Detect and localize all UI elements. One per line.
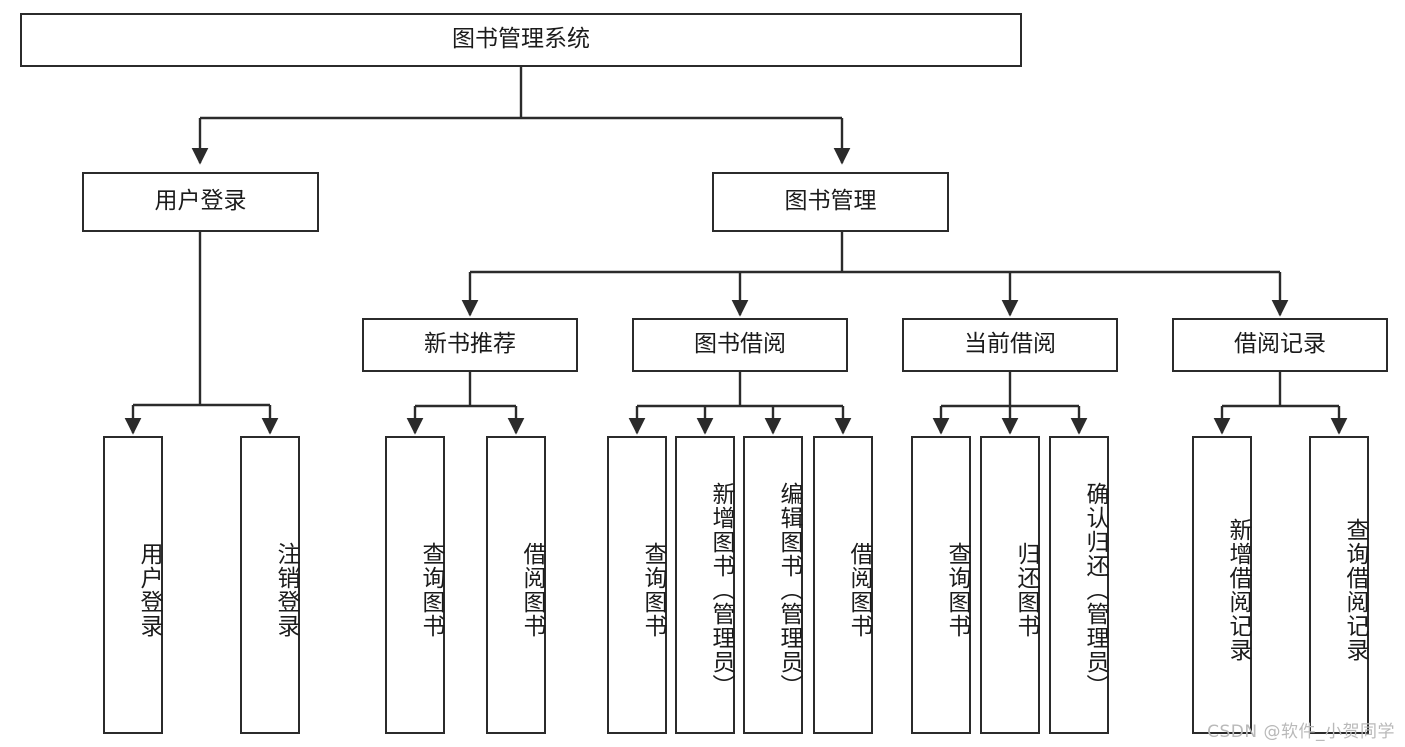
node-label: 用户登录 (154, 188, 247, 215)
node-new-book-recommend[interactable]: 新书推荐 (362, 318, 578, 372)
leaf-book-borrow-edit-book-admin[interactable]: 编辑图书（管理员） (743, 436, 803, 734)
node-label: 新增图书（管理员） (708, 482, 734, 698)
leaf-current-borrow-confirm-return-admin[interactable]: 确认归还（管理员） (1049, 436, 1109, 734)
leaf-book-borrow-query-book[interactable]: 查询图书 (607, 436, 667, 734)
node-label: 新增借阅记录 (1225, 518, 1251, 662)
node-label: 查询图书 (640, 542, 666, 638)
node-label: 编辑图书（管理员） (776, 482, 802, 698)
node-label: 查询图书 (944, 542, 970, 638)
node-current-borrow[interactable]: 当前借阅 (902, 318, 1118, 372)
node-book-borrow[interactable]: 图书借阅 (632, 318, 848, 372)
leaf-book-borrow-borrow-book[interactable]: 借阅图书 (813, 436, 873, 734)
leaf-borrow-record-query-record[interactable]: 查询借阅记录 (1309, 436, 1369, 734)
leaf-current-borrow-query-book[interactable]: 查询图书 (911, 436, 971, 734)
node-label: 确认归还（管理员） (1082, 482, 1108, 698)
leaf-current-borrow-return-book[interactable]: 归还图书 (980, 436, 1040, 734)
node-label: 查询借阅记录 (1342, 518, 1368, 662)
node-book-management[interactable]: 图书管理 (712, 172, 949, 232)
node-label: 图书借阅 (694, 331, 786, 358)
leaf-new-book-query-book[interactable]: 查询图书 (385, 436, 445, 734)
node-label: 归还图书 (1013, 542, 1039, 638)
leaf-new-book-borrow-book[interactable]: 借阅图书 (486, 436, 546, 734)
node-label: 图书管理 (784, 188, 877, 215)
leaf-borrow-record-add-record[interactable]: 新增借阅记录 (1192, 436, 1252, 734)
node-root-book-management-system[interactable]: 图书管理系统 (20, 13, 1022, 67)
node-label: 查询图书 (418, 542, 444, 638)
node-label: 借阅记录 (1234, 331, 1326, 358)
node-label: 用户登录 (136, 542, 162, 638)
node-borrow-record[interactable]: 借阅记录 (1172, 318, 1388, 372)
leaf-book-borrow-add-book-admin[interactable]: 新增图书（管理员） (675, 436, 735, 734)
node-label: 新书推荐 (424, 331, 516, 358)
leaf-user-login-login[interactable]: 用户登录 (103, 436, 163, 734)
node-label: 当前借阅 (964, 331, 1056, 358)
node-label: 借阅图书 (519, 542, 545, 638)
node-user-login[interactable]: 用户登录 (82, 172, 319, 232)
node-label: 注销登录 (273, 542, 299, 638)
node-label: 借阅图书 (846, 542, 872, 638)
node-label: 图书管理系统 (452, 26, 590, 53)
leaf-user-login-logout[interactable]: 注销登录 (240, 436, 300, 734)
